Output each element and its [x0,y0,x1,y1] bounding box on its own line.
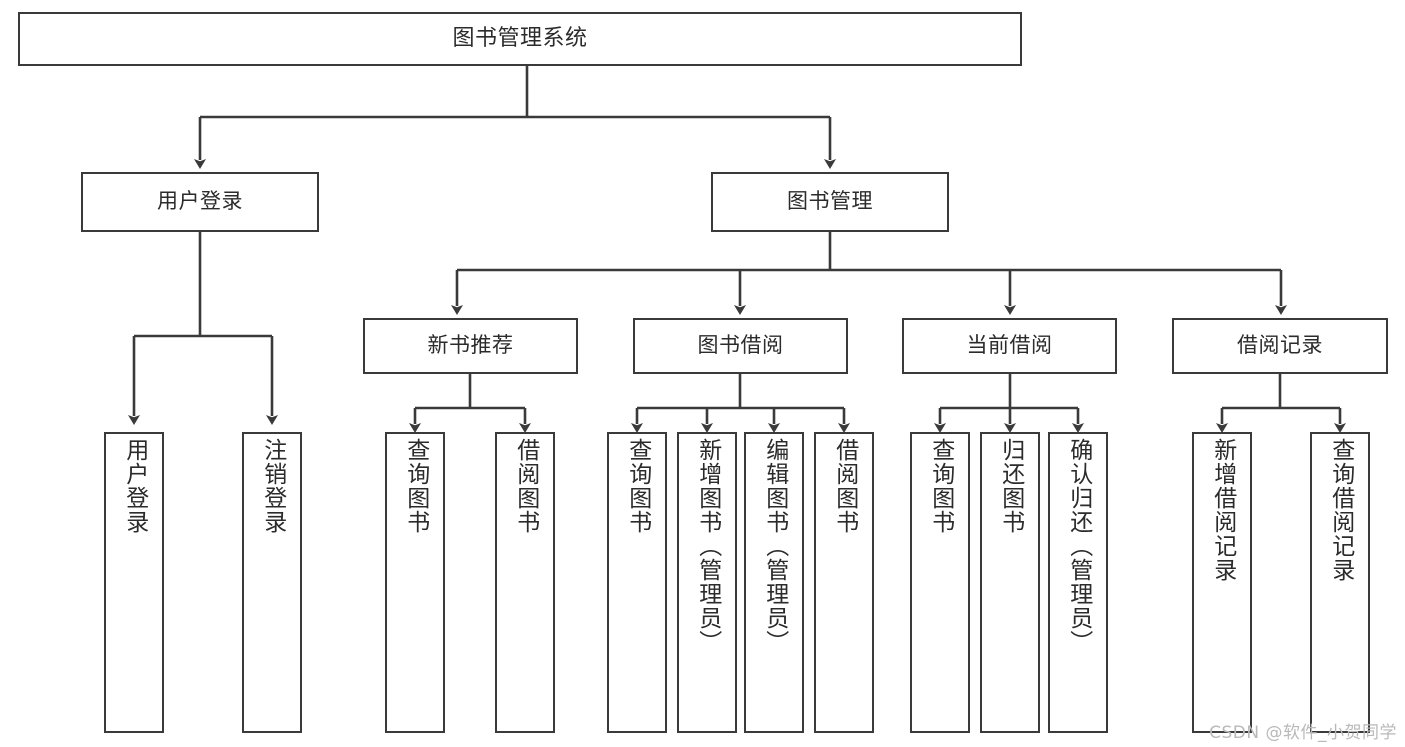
leaf-current-borrow-confirm-return-admin[interactable]: 确认归还（管理员） [1048,432,1108,733]
leaf-borrow-record-add-record[interactable]: 新增借阅记录 [1192,432,1252,733]
node-label: 图书管理系统 [452,25,588,51]
node-label: 用户登录 [157,189,243,214]
node-label: 查询借阅记录 [1327,438,1354,582]
leaf-book-borrow-borrow-book[interactable]: 借阅图书 [814,432,874,733]
node-label: 借阅图书 [831,438,858,534]
node-label: 查询图书 [927,438,954,534]
leaf-current-borrow-return-book[interactable]: 归还图书 [980,432,1040,733]
leaf-user-login-login[interactable]: 用户登录 [104,432,164,733]
node-user-login[interactable]: 用户登录 [81,172,319,232]
leaf-book-borrow-query-book[interactable]: 查询图书 [607,432,667,733]
leaf-book-borrow-edit-book-admin[interactable]: 编辑图书（管理员） [744,432,804,733]
node-label: 图书管理 [787,189,873,214]
node-label: 图书借阅 [697,333,784,358]
node-label: 查询图书 [402,438,429,534]
leaf-user-login-logout[interactable]: 注销登录 [242,432,302,733]
node-label: 查询图书 [624,438,651,534]
node-root-library-management-system[interactable]: 图书管理系统 [18,12,1022,66]
node-label: 借阅记录 [1237,333,1323,358]
node-label: 确认归还（管理员） [1065,438,1092,654]
node-label: 当前借阅 [966,333,1053,358]
node-label: 注销登录 [259,438,286,534]
node-label: 新书推荐 [427,333,514,358]
node-borrowing-record[interactable]: 借阅记录 [1172,318,1388,374]
node-label: 用户登录 [121,438,148,534]
leaf-current-borrow-query-book[interactable]: 查询图书 [910,432,970,733]
leaf-borrow-record-query-record[interactable]: 查询借阅记录 [1310,432,1370,733]
node-label: 借阅图书 [512,438,539,534]
leaf-new-book-borrow-book[interactable]: 借阅图书 [495,432,555,733]
leaf-new-book-query-book[interactable]: 查询图书 [385,432,445,733]
node-new-book-recommendation[interactable]: 新书推荐 [363,318,578,374]
node-book-management[interactable]: 图书管理 [711,172,949,232]
node-current-borrowing[interactable]: 当前借阅 [902,318,1117,374]
node-book-borrowing[interactable]: 图书借阅 [633,318,848,374]
node-label: 新增借阅记录 [1209,438,1236,582]
node-label: 归还图书 [997,438,1024,534]
leaf-book-borrow-add-book-admin[interactable]: 新增图书（管理员） [677,432,737,733]
node-label: 新增图书（管理员） [694,438,721,654]
node-label: 编辑图书（管理员） [761,438,788,654]
